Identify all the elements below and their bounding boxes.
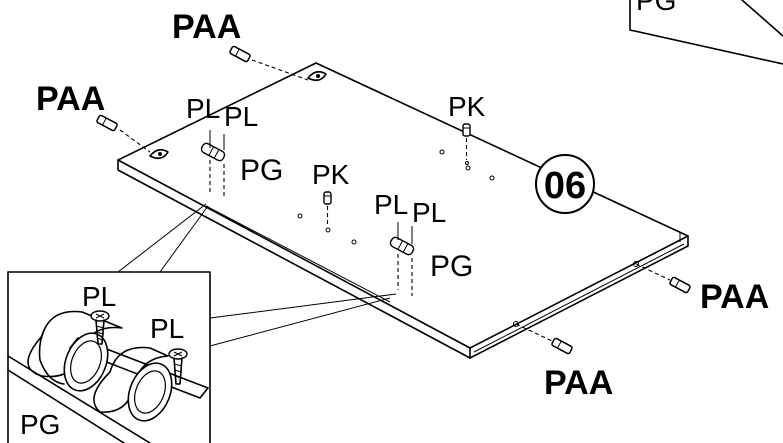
dowel-top — [229, 45, 309, 81]
roller-pg-mid — [389, 222, 415, 296]
pin-pk-right — [462, 123, 471, 160]
dowel-left — [96, 114, 151, 153]
cam-cutout-top — [307, 70, 327, 82]
cam-cutout-left — [149, 148, 169, 160]
corner-reference-label: PG — [636, 0, 676, 16]
label-paa-top: PAA — [172, 8, 241, 46]
label-pk-mid: PK — [312, 159, 350, 190]
label-pl-mid-1: PL — [374, 189, 408, 220]
inset-label-pl-b: PL — [150, 313, 184, 344]
step-number-badge: 06 — [535, 154, 595, 214]
corner-reference-box: PG — [629, 0, 783, 65]
step-number: 06 — [544, 165, 586, 207]
label-pl-left-1: PL — [186, 93, 220, 124]
inset-label-pg: PG — [20, 409, 60, 440]
label-pl-mid-2: PL — [412, 197, 446, 228]
label-pl-left-2: PL — [224, 101, 258, 132]
label-paa-bottom: PAA — [544, 364, 613, 402]
label-pk-right: PK — [448, 91, 486, 122]
inset-roller-a — [27, 310, 123, 392]
label-pg-left: PG — [240, 154, 283, 187]
label-paa-right: PAA — [700, 278, 769, 316]
panel-board — [117, 62, 689, 359]
detail-inset: PL PL PG — [7, 203, 397, 443]
inset-label-pl-a: PL — [82, 281, 116, 312]
inset-screw-b — [168, 348, 188, 385]
pin-pk-mid — [323, 191, 332, 226]
panel-holes — [297, 149, 495, 245]
label-paa-left: PAA — [36, 80, 105, 118]
inset-roller-b — [93, 346, 173, 422]
dowel-bottom — [513, 321, 573, 355]
roller-pg-left — [200, 130, 226, 198]
label-pg-mid: PG — [430, 250, 473, 283]
dowel-right — [633, 261, 691, 294]
inset-screw-a — [90, 310, 110, 345]
